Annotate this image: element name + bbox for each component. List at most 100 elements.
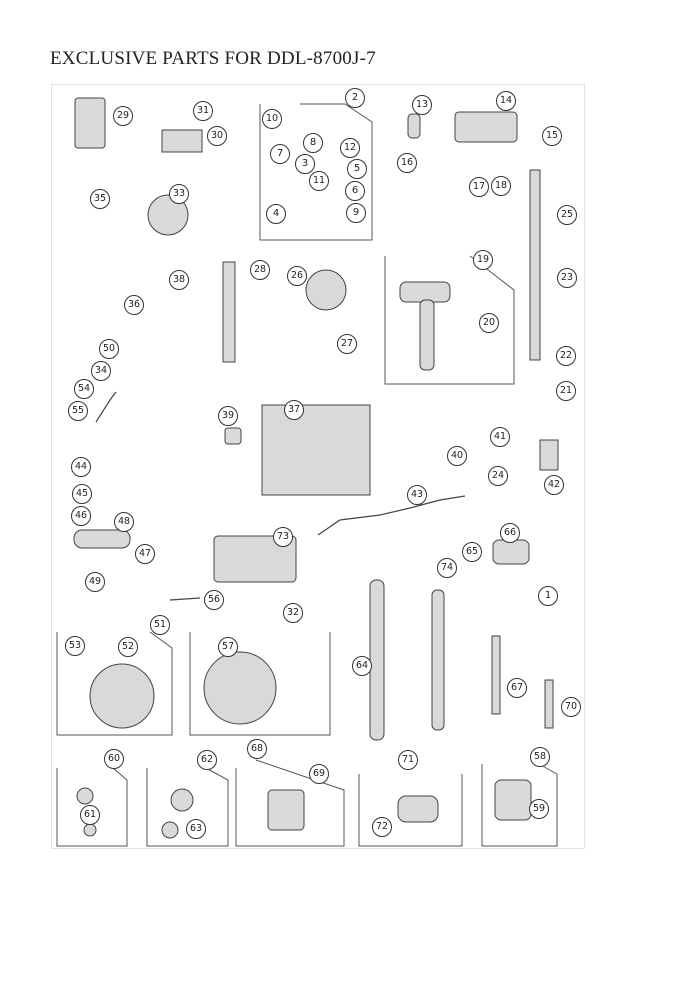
callout-35: 35 <box>90 189 110 209</box>
callout-74: 74 <box>437 558 457 578</box>
group-bracket-19 <box>384 255 515 385</box>
part-61 <box>83 823 97 837</box>
spring-67 <box>491 635 501 715</box>
callout-67: 67 <box>507 678 527 698</box>
feed-wheel <box>147 194 189 236</box>
callout-38: 38 <box>169 270 189 290</box>
callout-46: 46 <box>71 506 91 526</box>
callout-42: 42 <box>544 475 564 495</box>
callout-33: 33 <box>169 184 189 204</box>
page-title: EXCLUSIVE PARTS FOR DDL-8700J-7 <box>50 48 376 69</box>
callout-66: 66 <box>500 523 520 543</box>
callout-31: 31 <box>193 101 213 121</box>
callout-17: 17 <box>469 177 489 197</box>
callout-61: 61 <box>80 805 100 825</box>
callout-57: 57 <box>218 637 238 657</box>
callout-72: 72 <box>372 817 392 837</box>
callout-65: 65 <box>462 542 482 562</box>
callout-14: 14 <box>496 91 516 111</box>
callout-13: 13 <box>412 95 432 115</box>
callout-63: 63 <box>186 819 206 839</box>
callout-71: 71 <box>398 750 418 770</box>
callout-24: 24 <box>488 466 508 486</box>
group-bracket-51 <box>56 631 173 736</box>
callout-70: 70 <box>561 697 581 717</box>
callout-21: 21 <box>556 381 576 401</box>
link-lever <box>73 529 131 549</box>
callout-44: 44 <box>71 457 91 477</box>
callout-29: 29 <box>113 106 133 126</box>
group-bracket-71 <box>358 774 463 847</box>
callout-27: 27 <box>337 334 357 354</box>
callout-53: 53 <box>65 636 85 656</box>
callout-40: 40 <box>447 446 467 466</box>
callout-69: 69 <box>309 764 329 784</box>
callout-43: 43 <box>407 485 427 505</box>
lever-64 <box>369 579 385 741</box>
callout-50: 50 <box>99 339 119 359</box>
callout-64: 64 <box>352 656 372 676</box>
needle-bar <box>529 169 541 361</box>
callout-45: 45 <box>72 484 92 504</box>
callout-12: 12 <box>340 138 360 158</box>
callout-26: 26 <box>287 266 307 286</box>
callout-55: 55 <box>68 401 88 421</box>
thread-guide <box>539 439 559 471</box>
pin <box>407 113 421 139</box>
callout-1: 1 <box>538 586 558 606</box>
group-bracket-60 <box>56 767 128 847</box>
callout-37: 37 <box>284 400 304 420</box>
callout-23: 23 <box>557 268 577 288</box>
callout-68: 68 <box>247 739 267 759</box>
rocker-19 <box>399 281 451 303</box>
wrench-55 <box>95 391 117 423</box>
callout-62: 62 <box>197 750 217 770</box>
callout-41: 41 <box>490 427 510 447</box>
callout-36: 36 <box>124 295 144 315</box>
callout-11: 11 <box>309 171 329 191</box>
callout-8: 8 <box>303 133 323 153</box>
tension-spring <box>222 261 236 363</box>
callout-5: 5 <box>347 159 367 179</box>
group-bracket-58 <box>481 763 558 847</box>
motor <box>203 651 277 725</box>
link-19 <box>419 299 435 371</box>
presser-foot <box>74 97 106 149</box>
callout-6: 6 <box>345 181 365 201</box>
callout-47: 47 <box>135 544 155 564</box>
group-bracket-62 <box>146 767 229 847</box>
part-63 <box>161 821 179 839</box>
callout-58: 58 <box>530 747 550 767</box>
callout-48: 48 <box>114 512 134 532</box>
group-bracket-2 <box>259 103 373 241</box>
callout-3: 3 <box>295 154 315 174</box>
callout-19: 19 <box>473 250 493 270</box>
part-60 <box>76 787 94 805</box>
bracket-73 <box>213 535 297 583</box>
callout-56: 56 <box>204 590 224 610</box>
wire-43 <box>317 495 466 536</box>
hinge-plate <box>161 129 203 153</box>
bushing <box>224 427 242 445</box>
callout-22: 22 <box>556 346 576 366</box>
callout-25: 25 <box>557 205 577 225</box>
cam-66 <box>492 539 530 565</box>
group-bracket-32 <box>189 632 331 736</box>
callout-18: 18 <box>491 176 511 196</box>
lever-74 <box>431 589 445 731</box>
callout-32: 32 <box>283 603 303 623</box>
part-68 <box>267 789 305 831</box>
callout-16: 16 <box>397 153 417 173</box>
callout-54: 54 <box>74 379 94 399</box>
spring-70 <box>544 679 554 729</box>
callout-10: 10 <box>262 109 282 129</box>
part-58 <box>494 779 532 821</box>
callout-7: 7 <box>270 144 290 164</box>
needle-plate <box>454 111 518 143</box>
solenoid <box>261 404 371 496</box>
part-62 <box>170 788 194 812</box>
callout-49: 49 <box>85 572 105 592</box>
callout-73: 73 <box>273 527 293 547</box>
callout-59: 59 <box>529 799 549 819</box>
